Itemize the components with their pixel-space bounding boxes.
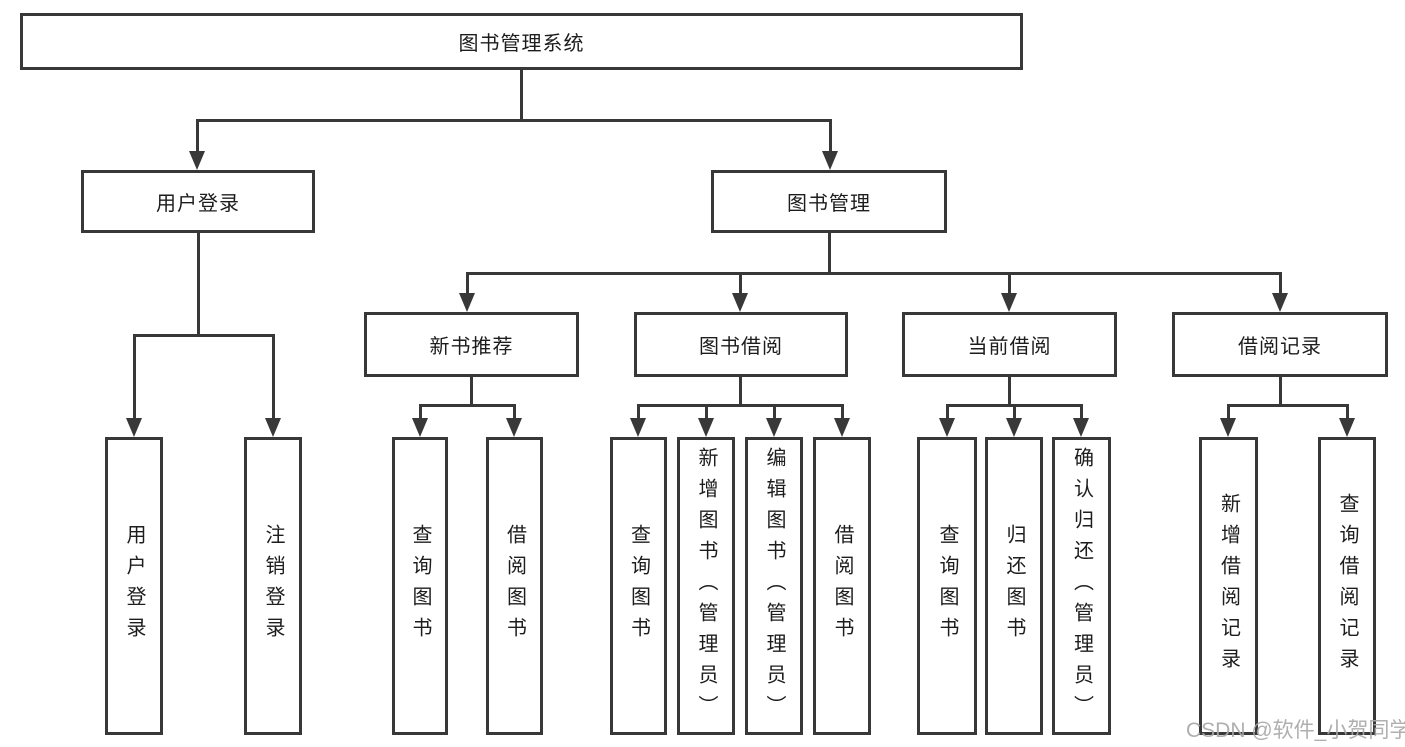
arrow-down-icon [506, 418, 522, 437]
connector-drop [637, 404, 640, 420]
leaf-query-books-recommend: 查询图书 [392, 437, 448, 735]
connector-drop [773, 404, 776, 420]
node-label: 借阅记录 [1238, 336, 1322, 358]
arrow-down-icon [1073, 418, 1089, 437]
connector-drop [1346, 404, 1349, 420]
leaf-query-borrow-record: 查询借阅记录 [1318, 437, 1376, 735]
connector-drop [513, 404, 516, 420]
connector-drop-leaf-user-login [133, 334, 136, 420]
arrow-down-icon [698, 418, 714, 437]
node-label: 当前借阅 [967, 336, 1052, 358]
connector-drop [946, 404, 949, 420]
connector-drop [841, 404, 844, 420]
arrow-down-icon [459, 293, 475, 312]
connector-user-login-stem [197, 233, 200, 337]
leaf-add-borrow-record: 新增借阅记录 [1199, 437, 1258, 735]
connector-new-book-stem [470, 377, 473, 407]
arrow-down-icon [412, 418, 428, 437]
node-label: 图书管理系统 [458, 33, 585, 55]
leaf-return-books: 归还图书 [985, 437, 1043, 735]
node-label: 注销登录 [262, 524, 284, 648]
leaf-confirm-return-admin: 确认归还（管理员） [1052, 437, 1111, 735]
node-label: 借阅图书 [831, 524, 853, 648]
connector-root-stem [520, 70, 523, 121]
node-new-book-recommend: 新书推荐 [364, 312, 579, 377]
connector-borrow-records-rail [1227, 404, 1348, 407]
node-user-login: 用户登录 [81, 170, 315, 233]
node-book-management: 图书管理 [711, 170, 947, 233]
node-label: 借阅图书 [503, 524, 526, 648]
node-label: 新增借阅记录 [1217, 493, 1240, 679]
connector-drop-leaf-logout [272, 334, 275, 420]
node-library-management-system: 图书管理系统 [20, 13, 1023, 70]
connector-drop [419, 404, 422, 420]
connector-new-book-rail [419, 404, 516, 407]
node-label: 查询借阅记录 [1336, 493, 1358, 679]
node-label: 图书管理 [787, 193, 871, 215]
connector-drop [1080, 404, 1083, 420]
arrow-down-icon [1272, 293, 1288, 312]
leaf-logout: 注销登录 [244, 437, 302, 735]
leaf-borrow-books-recommend: 借阅图书 [486, 437, 543, 735]
connector-current-borrow-stem [1008, 377, 1011, 407]
node-current-borrow: 当前借阅 [902, 312, 1117, 377]
arrow-down-icon [1339, 418, 1355, 437]
leaf-query-books-borrow: 查询图书 [610, 437, 667, 735]
connector-user-login-rail [133, 334, 275, 337]
node-label: 确认归还（管理员） [1070, 446, 1093, 726]
arrow-down-icon [1001, 293, 1017, 312]
connector-drop [705, 404, 708, 420]
node-label: 图书借阅 [699, 336, 783, 358]
arrow-down-icon [126, 418, 142, 437]
node-book-borrow: 图书借阅 [634, 312, 848, 377]
leaf-user-login: 用户登录 [105, 437, 163, 735]
node-label: 查询图书 [627, 524, 650, 648]
node-label: 新增图书（管理员） [695, 446, 717, 726]
connector-book-borrow-rail [637, 404, 844, 407]
leaf-edit-book-admin: 编辑图书（管理员） [745, 437, 803, 735]
connector-borrow-records-stem [1279, 377, 1282, 407]
connector-drop [1013, 404, 1016, 420]
node-label: 查询图书 [409, 524, 431, 648]
arrow-down-icon [265, 418, 281, 437]
connector-book-borrow-stem [739, 377, 742, 407]
arrow-down-icon [732, 293, 748, 312]
arrow-down-icon [1220, 418, 1236, 437]
connector-level2-rail [466, 272, 1282, 275]
connector-level1-rail [196, 119, 832, 122]
node-label: 查询图书 [936, 524, 958, 648]
leaf-query-books-current: 查询图书 [917, 437, 977, 735]
connector-drop-book-borrow [739, 272, 742, 296]
leaf-add-book-admin: 新增图书（管理员） [677, 437, 735, 735]
arrow-down-icon [822, 151, 838, 170]
connector-drop-current-borrow [1008, 272, 1011, 296]
leaf-borrow-books: 借阅图书 [813, 437, 871, 735]
connector-book-management-stem [828, 233, 831, 275]
arrow-down-icon [766, 418, 782, 437]
connector-drop-book-management [829, 119, 832, 153]
node-label: 归还图书 [1003, 524, 1025, 648]
node-label: 用户登录 [156, 193, 240, 215]
arrow-down-icon [189, 151, 205, 170]
arrow-down-icon [939, 418, 955, 437]
connector-drop-borrow-records [1279, 272, 1282, 296]
node-label: 编辑图书（管理员） [763, 446, 785, 726]
arrow-down-icon [1006, 418, 1022, 437]
arrow-down-icon [834, 418, 850, 437]
connector-drop-user-login [196, 119, 199, 153]
csdn-watermark: CSDN @软件_小贺同学 [1186, 719, 1405, 742]
node-borrow-records: 借阅记录 [1172, 312, 1388, 377]
connector-drop [1227, 404, 1230, 420]
node-label: 用户登录 [123, 524, 145, 648]
connector-drop-new-book [466, 272, 469, 296]
arrow-down-icon [630, 418, 646, 437]
node-label: 新书推荐 [429, 336, 514, 358]
